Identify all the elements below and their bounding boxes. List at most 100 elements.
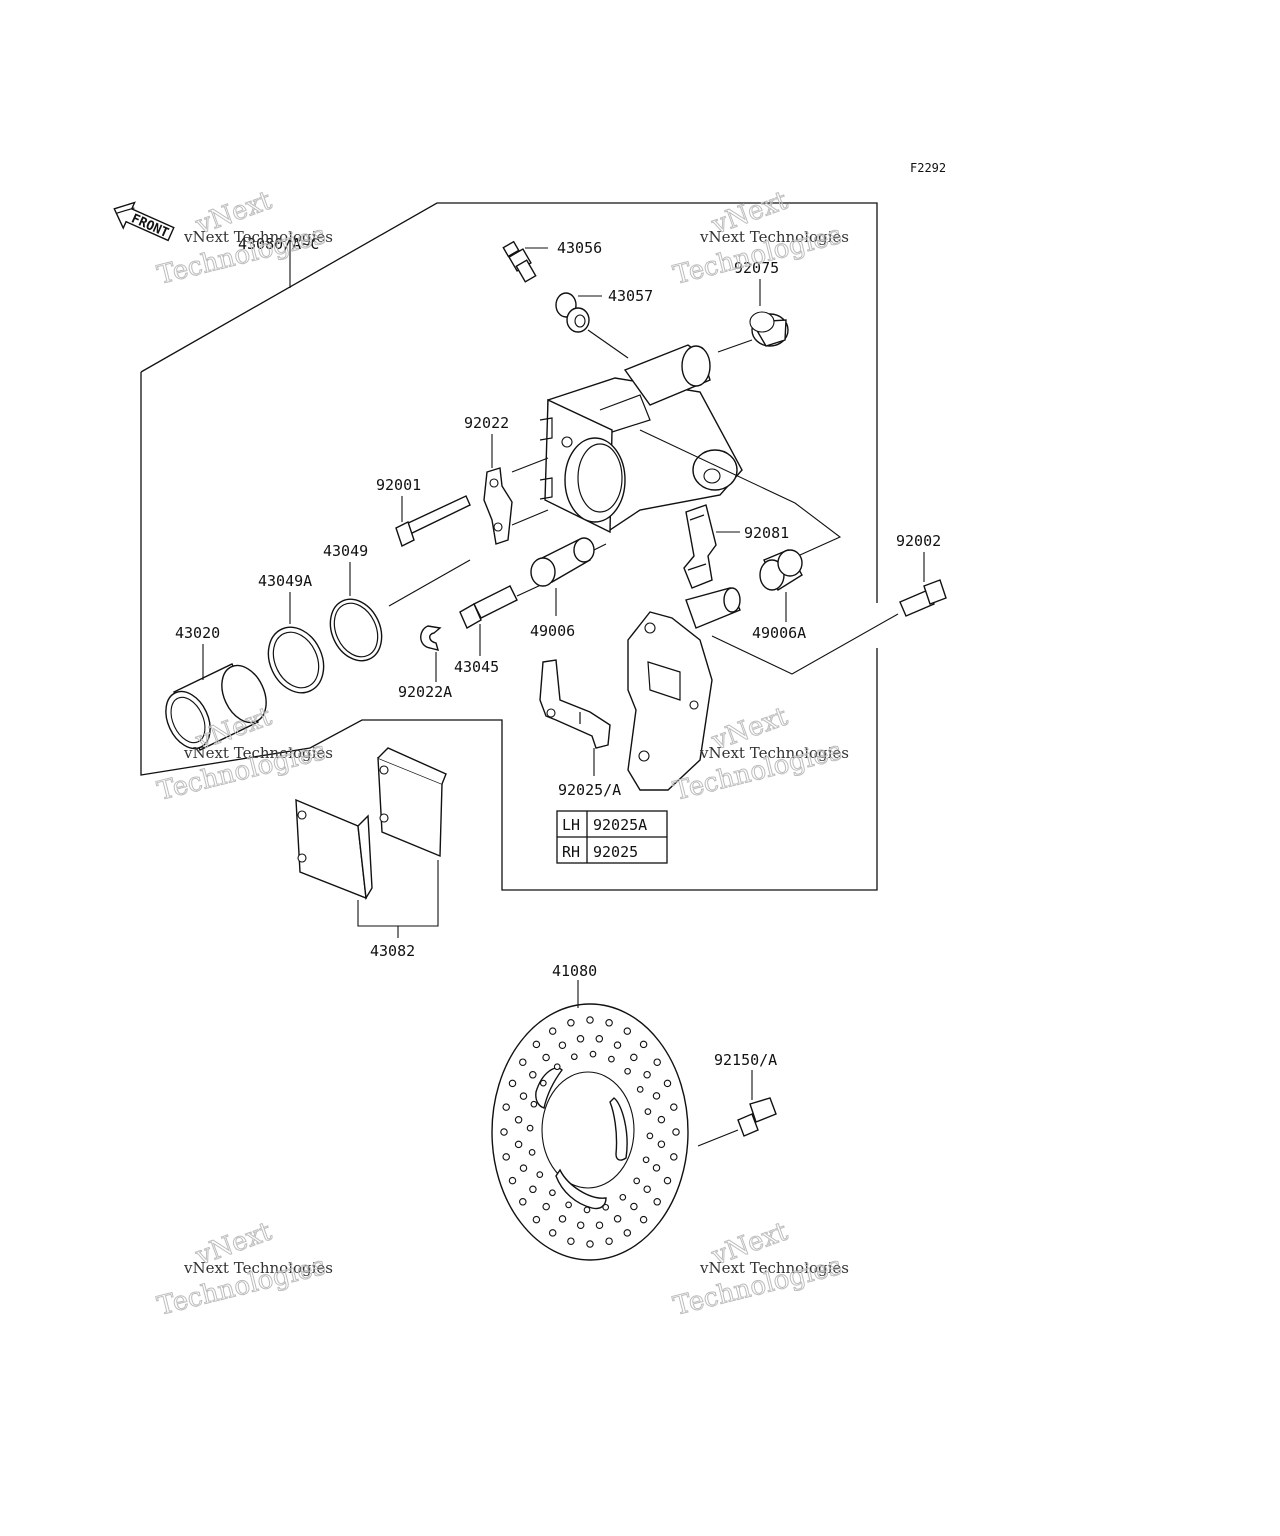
brake-disc-part: 41080: [491, 962, 689, 1261]
label-92025A: 92025/A: [558, 781, 621, 799]
disc-hole: [583, 1206, 591, 1214]
watermark-bottom-left: vNext vNext Technologies Technologies: [154, 1216, 333, 1322]
disc-hole: [605, 1237, 613, 1245]
watermark-text: vNext Technologies: [183, 744, 333, 762]
figure-code: F2292: [910, 161, 946, 175]
disc-hole: [519, 1058, 527, 1066]
label-92150: 92150/A: [714, 1051, 777, 1069]
disc-hole: [553, 1063, 561, 1071]
slide-pin-part: 43045: [454, 583, 544, 676]
pad-spring-part: 92022: [464, 414, 549, 545]
disc-hole: [529, 1071, 537, 1079]
caliper-bracket-part: [627, 587, 741, 791]
disc-hole: [508, 1079, 517, 1088]
watermark-bottom-right: vNext vNext Technologies Technologies: [670, 1216, 849, 1322]
label-43057: 43057: [608, 287, 653, 305]
disc-hole: [542, 1202, 550, 1211]
variant-table: LH 92025A RH 92025: [556, 810, 668, 864]
disc-hole: [558, 1215, 567, 1223]
disc-hole: [652, 1092, 661, 1100]
disc-hole: [576, 1221, 585, 1229]
label-92001: 92001: [376, 476, 421, 494]
label-43045: 43045: [454, 658, 499, 676]
watermark-text: vNext Technologies: [699, 228, 849, 246]
variant-lh-part: 92025A: [593, 816, 647, 834]
disc-hole: [502, 1103, 510, 1111]
label-41080: 41080: [552, 962, 597, 980]
disc-hole: [526, 1124, 534, 1132]
pin-bolt-part: 92001: [376, 476, 471, 547]
disc-hole: [630, 1202, 638, 1211]
variant-rh-side: RH: [562, 843, 580, 861]
disc-hole: [589, 1050, 597, 1058]
disc-hole: [586, 1016, 594, 1024]
disc-hole: [539, 1079, 547, 1087]
disc-hole: [643, 1070, 651, 1079]
disc-hole: [595, 1221, 604, 1229]
watermark-text: vNext Technologies: [699, 744, 849, 762]
disc-hole: [502, 1153, 510, 1161]
disc-hole: [536, 1171, 544, 1178]
disc-hole: [663, 1176, 672, 1185]
disc-hole: [643, 1185, 651, 1193]
disc-hole: [602, 1203, 610, 1211]
mounting-bolt-part: 92002: [711, 532, 947, 675]
pin-boot-part: 49006: [530, 537, 607, 640]
retainer-spring-part: 92081: [683, 504, 789, 589]
piston-part: 43020: [165, 624, 267, 751]
disc-hole: [542, 1053, 550, 1062]
variant-lh-side: LH: [562, 816, 580, 834]
disc-hole: [670, 1153, 678, 1161]
disc-holes: [500, 1016, 680, 1248]
watermark-text: vNext Technologies: [183, 228, 333, 246]
label-43080: 43080/A~C: [238, 235, 319, 253]
disc-hole: [500, 1128, 508, 1136]
disc-hole: [646, 1132, 654, 1140]
disc-hole: [639, 1040, 648, 1049]
label-92022: 92022: [464, 414, 509, 432]
disc-hole: [644, 1108, 652, 1115]
disc-hole: [657, 1140, 666, 1148]
disc-hole: [595, 1035, 604, 1043]
label-92081: 92081: [744, 524, 789, 542]
bleeder-cap-part: 43057: [555, 287, 653, 359]
watermark-top-left: vNext vNext Technologies Technologies: [154, 185, 333, 291]
disc-hole: [519, 1164, 528, 1172]
disc-hole: [549, 1189, 556, 1197]
bleeder-valve-part: 43056: [502, 239, 602, 283]
disc-hole: [532, 1040, 541, 1049]
disc-hole: [623, 1027, 632, 1035]
caliper-body: [539, 344, 743, 534]
disc-hole: [663, 1079, 672, 1088]
disc-hole: [613, 1041, 622, 1049]
label-43082: 43082: [370, 942, 415, 960]
disc-hole: [528, 1149, 536, 1156]
dust-boot-part: 92075: [717, 259, 789, 353]
disc-hole: [567, 1019, 575, 1027]
disc-hole: [565, 1201, 572, 1209]
disc-hole: [530, 1100, 538, 1108]
disc-hole: [657, 1115, 666, 1124]
disc-hole: [672, 1128, 680, 1136]
label-49006A: 49006A: [752, 624, 806, 642]
disc-hole: [548, 1229, 557, 1237]
disc-hole: [508, 1176, 517, 1185]
disc-hole: [567, 1237, 575, 1245]
label-43049A: 43049A: [258, 572, 312, 590]
disc-hole: [633, 1177, 641, 1185]
disc-hole: [605, 1019, 613, 1027]
disc-hole: [636, 1086, 644, 1093]
variant-rh-part: 92025: [593, 843, 638, 861]
disc-hole: [514, 1116, 523, 1124]
label-92075: 92075: [734, 259, 779, 277]
disc-hole: [570, 1053, 578, 1061]
assembly-frame: [140, 202, 878, 891]
watermark-mid-right: vNext vNext Technologies Technologies: [670, 701, 849, 807]
disc-hole: [642, 1156, 650, 1164]
dust-seal-part: 43049A: [258, 572, 325, 694]
disc-hole: [548, 1027, 557, 1035]
disc-hole: [532, 1215, 541, 1224]
front-arrow-icon: FRONT: [113, 201, 175, 242]
disc-hole: [519, 1092, 528, 1100]
disc-hole: [670, 1103, 678, 1111]
